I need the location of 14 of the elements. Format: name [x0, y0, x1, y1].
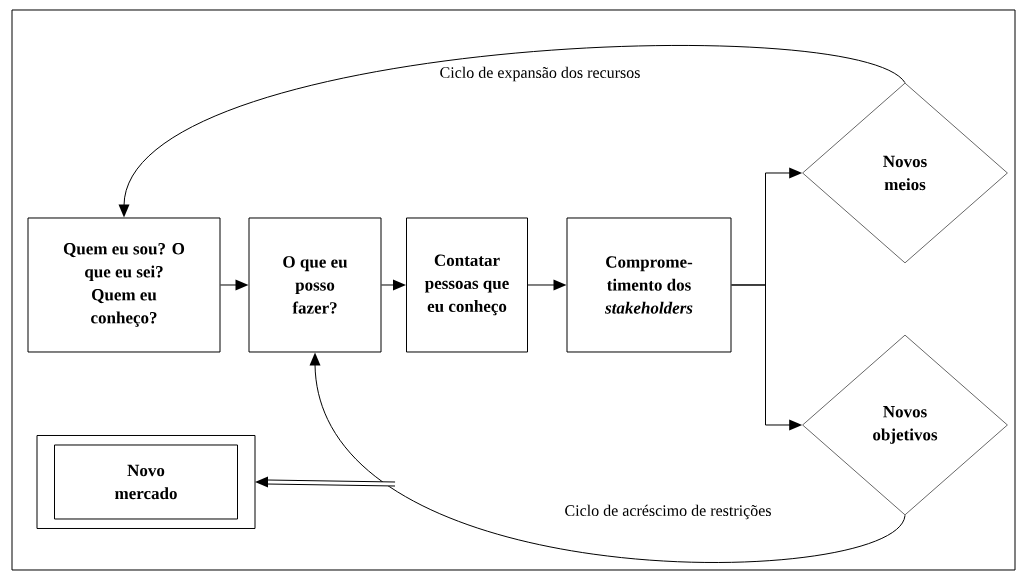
process-box: Quem eu sou? O que eu sei? Quem eu conheço? [27, 217, 221, 353]
edge-label: Ciclo de expansão dos recursos [438, 65, 642, 83]
arrow [220, 279, 249, 291]
process-box: O que eu posso fazer? [248, 217, 382, 353]
result-box: Novo mercado [36, 435, 256, 529]
arrow [381, 279, 406, 291]
process-box: Contatar pessoas que eu conheço [406, 217, 528, 353]
arrow [309, 352, 906, 563]
arrow [118, 44, 906, 218]
arrow [255, 476, 396, 488]
edge-label: Ciclo de acréscimo de restrições [563, 503, 773, 521]
process-box: Comprome- timento dos stakeholders [566, 217, 732, 353]
arrow [731, 284, 803, 431]
arrow [527, 279, 567, 291]
